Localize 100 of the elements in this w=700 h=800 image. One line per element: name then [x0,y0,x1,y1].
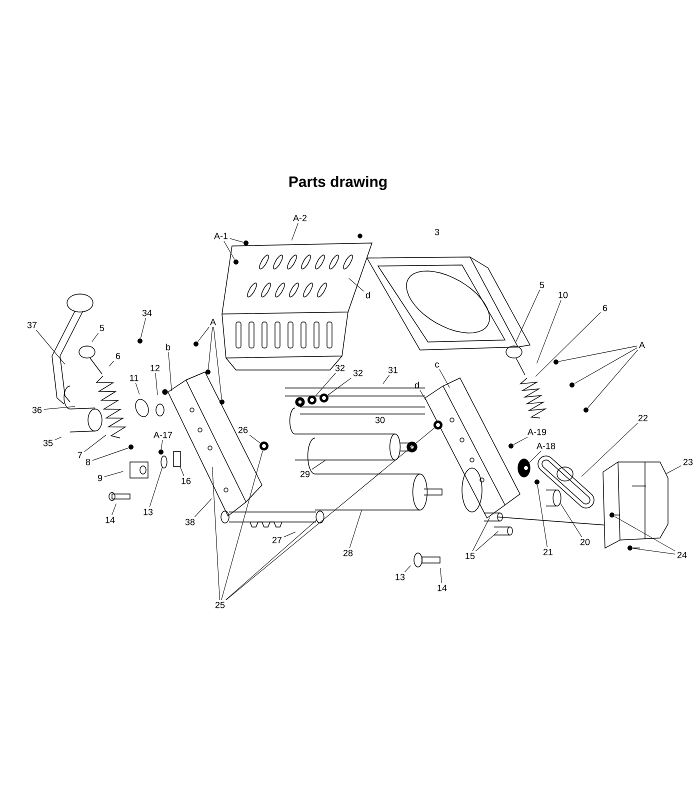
leader-line [221,450,263,600]
leader-line [328,378,352,396]
leader-line [535,312,601,377]
screw-head [628,546,632,550]
screw-head [194,342,198,346]
callout-number: 32 [335,364,345,372]
callout-number: 26 [238,426,248,434]
leader-line [198,326,210,342]
callout-number: 20 [580,538,590,546]
callout-number: 11 [130,374,138,382]
leader-line [92,332,99,342]
leader-line [84,434,106,452]
callout-number: A [210,318,216,326]
leader-line [537,484,548,548]
callout-number: b [166,344,170,350]
callout-number: A-1 [214,232,228,240]
leader-line [513,436,528,445]
leader-line [529,450,542,463]
leader-line [516,290,540,342]
callout-number: 12 [150,364,160,372]
nut [320,394,328,402]
callout-number: 31 [388,366,398,374]
leader-line [312,460,326,470]
leader-line [588,350,638,408]
callout-number: A-2 [293,214,307,222]
callout-number: 38 [185,518,195,526]
screw-head [584,408,588,412]
washer [316,510,324,524]
callout-number: 3 [434,228,440,236]
leader-line [194,498,212,518]
leader-line [161,440,163,450]
leader-line [439,369,450,388]
leader-line [574,348,638,384]
leader-line [291,222,298,241]
leader-line [213,326,222,400]
leader-line [140,318,146,338]
callout-number: 34 [142,310,152,316]
leader-line [92,448,129,461]
callout-number: d [366,292,370,298]
callout-number: 27 [272,536,282,544]
leader-line [614,516,676,552]
gear [518,458,530,478]
callout-number: 37 [27,322,37,328]
callout-number: 16 [182,478,191,484]
leader-line [208,326,213,370]
callout-number: A-18 [536,442,556,450]
leader-line [249,434,260,444]
callout-number: 14 [438,584,447,592]
leader-line [348,278,364,292]
nut [260,442,268,450]
callout-number: 15 [466,552,475,560]
callout-number: 5 [100,324,104,332]
callout-number: 6 [602,304,608,312]
screw-head [206,370,210,374]
leader-line [112,503,116,516]
leader-line [475,531,498,552]
callout-number: c [435,362,440,368]
callout-number: 5 [540,282,544,288]
leader-line [314,372,336,397]
screw-head [234,260,238,264]
callout-number: 10 [558,292,568,298]
callout-number: 22 [638,414,648,422]
bracket [173,451,181,467]
callout-number: 35 [43,440,53,446]
screw-head [220,400,224,404]
screw-head [244,240,248,246]
leader-line [104,471,124,478]
screw-head [128,444,134,450]
callout-number: 29 [300,470,310,478]
callout-number: 7 [78,452,82,458]
screw-head [138,338,142,344]
nut [308,396,316,404]
callout-number: 28 [343,550,353,556]
leader-line [404,565,411,572]
leader-line [558,346,638,362]
leader-line [224,240,235,260]
leader-line [109,360,114,366]
washer [552,490,562,506]
screw-head [554,360,558,364]
callout-number: A-19 [528,428,546,436]
callout-number: 32 [353,370,363,376]
leader-line [284,532,296,538]
leader-line [666,465,682,474]
callout-number: 24 [677,552,687,558]
callout-number: d [414,382,419,388]
leader-line [382,374,390,384]
leader-line [420,390,426,400]
leader-line [440,568,442,584]
leader-line [155,372,158,396]
callout-number: 9 [98,474,102,482]
leader-line [472,517,490,552]
callout-number: 8 [86,458,90,466]
leader-line [230,238,244,242]
leader-line [180,466,184,476]
callout-number: 21 [543,548,553,556]
leader-line [226,428,434,600]
screw-head [158,450,164,454]
leader-line [54,436,62,440]
leader-line [225,520,317,600]
screw-head [570,382,574,388]
